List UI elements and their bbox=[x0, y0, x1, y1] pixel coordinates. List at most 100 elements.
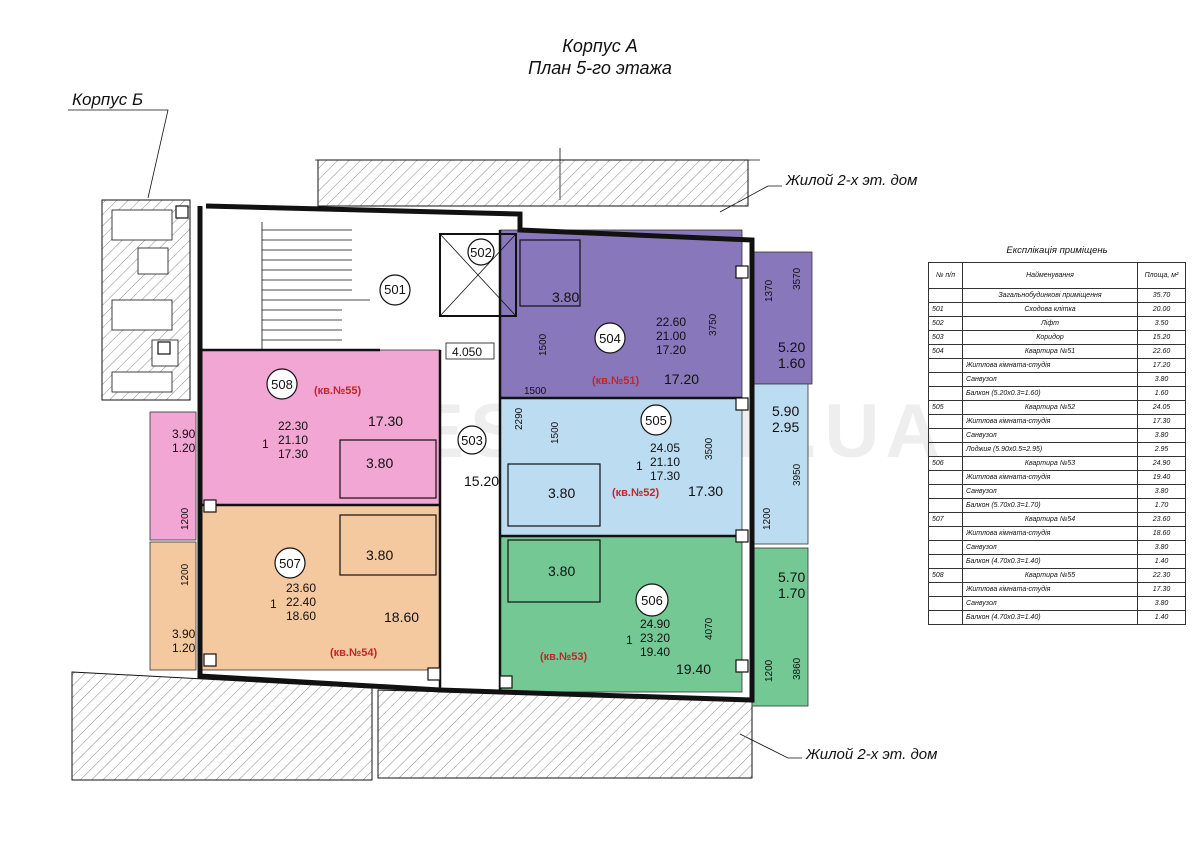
dim-3750: 3750 bbox=[708, 313, 719, 336]
table-row: Балкон (4.70х0.3=1.40)1.40 bbox=[928, 610, 1186, 625]
column-markers bbox=[157, 205, 749, 689]
apt-51-labels: (кв.№51) 22.60 21.00 17.20 17.20 3.80 5.… bbox=[552, 289, 805, 387]
apt-54-total: 23.60 bbox=[286, 581, 316, 595]
dim-3500: 3500 bbox=[704, 437, 715, 460]
cell-area: 3.80 bbox=[1137, 484, 1186, 499]
dim-3950: 3950 bbox=[792, 463, 803, 486]
cell-num: 501 bbox=[928, 302, 963, 317]
dim-1200-d: 1200 bbox=[180, 563, 191, 586]
dim-1500-c: 1500 bbox=[550, 421, 561, 444]
cell-area: 15.20 bbox=[1137, 330, 1186, 345]
apt-51-area bbox=[499, 229, 743, 399]
cell-num: 503 bbox=[928, 330, 963, 345]
neighbor-bottom-label: Жилой 2-х эт. дом bbox=[806, 746, 938, 763]
table-header-row: № п/п Найменування Площа, м² bbox=[928, 262, 1186, 289]
cell-name: Балкон (5.20х0.3=1.60) bbox=[962, 386, 1138, 401]
room-numbers: 501 502 503 504 505 506 507 508 bbox=[266, 238, 672, 617]
cell-num bbox=[928, 414, 963, 429]
cell-name: Санвузол bbox=[962, 428, 1138, 443]
table-row: Балкон (5.20х0.3=1.60)1.60 bbox=[928, 386, 1186, 401]
cell-area: 23.60 bbox=[1137, 512, 1186, 527]
apt-54-labels: (кв.№54) 1 23.60 22.40 18.60 18.60 3.80 … bbox=[172, 547, 419, 659]
cell-name: Санвузол bbox=[962, 372, 1138, 387]
apt-53-labels: (кв.№53) 1 24.90 23.20 19.40 19.40 3.80 … bbox=[540, 563, 805, 677]
cell-name: Лоджия (5.90х0.5=2.95) bbox=[962, 442, 1138, 457]
apt-54-living: 18.60 bbox=[384, 609, 419, 625]
dim-3860: 3860 bbox=[792, 657, 803, 680]
walls bbox=[197, 203, 755, 703]
cell-num: 505 bbox=[928, 400, 963, 415]
explication-table: Експлікація приміщень № п/п Найменування… bbox=[928, 245, 1186, 625]
room-506: 506 bbox=[641, 593, 663, 608]
cell-num bbox=[928, 428, 963, 443]
cell-num: 504 bbox=[928, 344, 963, 359]
dim-4070: 4070 bbox=[704, 617, 715, 640]
dimensions: 1370 3570 3750 1500 1500 1500 2290 3500 … bbox=[180, 267, 803, 682]
dim-3570: 3570 bbox=[792, 267, 803, 290]
neighbor-top-label: Жилой 2-х эт. дом bbox=[786, 172, 918, 189]
apt-53-bath: 3.80 bbox=[548, 563, 575, 579]
apt-55-balcony-eff: 1.20 bbox=[172, 441, 196, 455]
apt-52-area bbox=[499, 397, 743, 537]
apt-53-total: 24.90 bbox=[640, 617, 670, 631]
room-503: 503 bbox=[461, 433, 483, 448]
cell-num bbox=[928, 288, 963, 303]
cell-area: 3.80 bbox=[1137, 596, 1186, 611]
cell-area: 18.60 bbox=[1137, 526, 1186, 541]
cell-name: Житлова кімната-студія bbox=[962, 358, 1138, 373]
cell-area: 19.40 bbox=[1137, 470, 1186, 485]
corridor-area: 15.20 bbox=[464, 473, 499, 489]
cell-num bbox=[928, 470, 963, 485]
cell-num bbox=[928, 526, 963, 541]
apt-54-rooms: 1 bbox=[270, 597, 277, 611]
apt-52-bath: 3.80 bbox=[548, 485, 575, 501]
apt-52-living-area: 21.10 bbox=[650, 455, 680, 469]
cell-name: Квартира №51 bbox=[962, 344, 1138, 359]
apt-53-living: 19.40 bbox=[676, 661, 711, 677]
cell-name: Балкон (4.70х0.3=1.40) bbox=[962, 554, 1138, 569]
cell-area: 24.90 bbox=[1137, 456, 1186, 471]
cell-name: Коридор bbox=[962, 330, 1138, 345]
explication-title: Експлікація приміщень bbox=[1006, 245, 1108, 256]
cell-num bbox=[928, 540, 963, 555]
apt-51-bath: 3.80 bbox=[552, 289, 579, 305]
apt-55-rooms: 1 bbox=[262, 437, 269, 451]
apt-55-balcony bbox=[149, 411, 197, 541]
apt-51-balcony-eff: 1.60 bbox=[778, 355, 805, 371]
apt-53-area bbox=[499, 535, 743, 693]
cell-num: 502 bbox=[928, 316, 963, 331]
apt-52-room-area: 17.30 bbox=[650, 469, 680, 483]
room-502: 502 bbox=[470, 245, 492, 260]
cell-area: 1.70 bbox=[1137, 498, 1186, 513]
apt-54-balcony bbox=[149, 541, 197, 671]
table-row: Балкон (4.70х0.3=1.40)1.40 bbox=[928, 554, 1186, 569]
apt-53-living-area: 23.20 bbox=[640, 631, 670, 645]
cell-name: Житлова кімната-студія bbox=[962, 414, 1138, 429]
dim-1200-c: 1200 bbox=[180, 507, 191, 530]
apt-52-loggia: 5.90 bbox=[772, 403, 799, 419]
apt-53-balcony-eff: 1.70 bbox=[778, 585, 805, 601]
explication-grid: № п/п Найменування Площа, м² Загальнобуд… bbox=[928, 262, 1186, 625]
neighbor-buildings bbox=[71, 159, 753, 781]
apt-53-balcony bbox=[751, 547, 809, 707]
apt-51-total: 22.60 bbox=[656, 315, 686, 329]
cell-area: 3.80 bbox=[1137, 428, 1186, 443]
apt-55-room-area: 17.30 bbox=[278, 447, 308, 461]
dim-1500-b: 1500 bbox=[524, 386, 547, 397]
cell-area: 20.00 bbox=[1137, 302, 1186, 317]
table-row: Лоджия (5.90х0.5=2.95)2.95 bbox=[928, 442, 1186, 457]
cell-area: 24.05 bbox=[1137, 400, 1186, 415]
cell-area: 3.80 bbox=[1137, 372, 1186, 387]
